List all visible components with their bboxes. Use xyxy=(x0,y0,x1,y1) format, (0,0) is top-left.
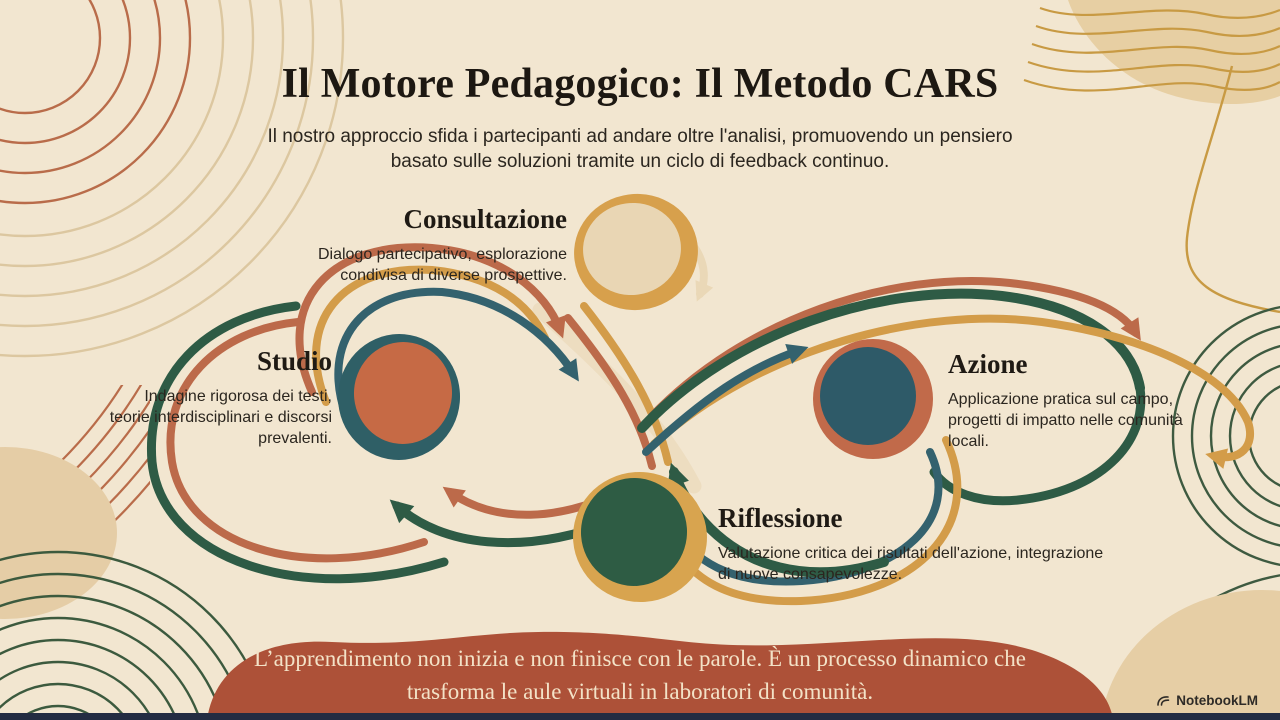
watermark: NotebookLM xyxy=(1156,693,1258,708)
node-consultazione: Consultazione Dialogo partecipativo, esp… xyxy=(262,202,567,286)
node-studio: Studio Indagine rigorosa dei testi, teor… xyxy=(107,344,332,449)
node-azione: Azione Applicazione pratica sul campo, p… xyxy=(948,347,1183,452)
node-riflessione-description: Valutazione critica dei risultati dell'a… xyxy=(718,544,1104,583)
riflessione-node-circle xyxy=(573,471,707,603)
azione-node-circle xyxy=(813,339,933,459)
tan-blob-top-right xyxy=(1068,0,1280,104)
node-riflessione-title: Riflessione xyxy=(718,503,843,533)
tan-blob-bottom-left xyxy=(0,447,117,619)
node-riflessione: Riflessione Valutazione critica dei risu… xyxy=(718,501,1108,585)
tan-blob-bottom-right xyxy=(1101,590,1280,720)
watermark-label: NotebookLM xyxy=(1176,693,1258,708)
banner-shape xyxy=(208,631,1112,714)
footer-strip xyxy=(0,713,1280,720)
node-azione-title: Azione xyxy=(948,349,1028,379)
arcs-bottom-left-green xyxy=(0,550,270,720)
node-studio-description: Indagine rigorosa dei testi, teorie inte… xyxy=(109,387,332,447)
studio-node-circle xyxy=(337,334,461,460)
consultazione-node-circle xyxy=(574,193,698,311)
page-title: Il Motore Pedagogico: Il Metodo CARS xyxy=(281,61,999,107)
node-studio-title: Studio xyxy=(256,346,332,376)
rings-right-green xyxy=(1171,306,1280,566)
page-subtitle: Il nostro approccio sfida i partecipanti… xyxy=(267,126,1013,173)
node-consultazione-description: Dialogo partecipativo, esplorazione cond… xyxy=(317,245,567,284)
rings-top-left xyxy=(0,0,345,358)
gold-waves-top-right xyxy=(1023,6,1280,314)
notebooklm-logo-icon xyxy=(1157,696,1170,706)
banner-quote: L’apprendimento non inizia e non finisce… xyxy=(254,646,1026,704)
node-consultazione-title: Consultazione xyxy=(403,204,567,234)
node-azione-description: Applicazione pratica sul campo, progetti… xyxy=(948,390,1183,450)
